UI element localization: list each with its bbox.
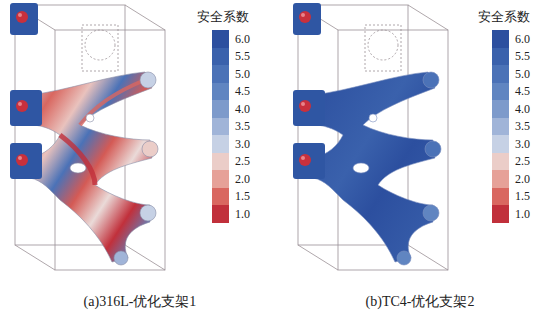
legend-value: 3.0 [515, 137, 530, 151]
legend-value: 4.5 [515, 84, 530, 98]
color-swatch [212, 48, 229, 66]
legend-value: 1.5 [515, 189, 530, 203]
legend-value: 6.0 [515, 32, 530, 46]
legend-value: 4.5 [235, 84, 250, 98]
color-swatch [492, 153, 509, 171]
color-swatch [492, 100, 509, 118]
legend-value: 2.5 [235, 154, 250, 168]
legend-value: 2.0 [515, 172, 530, 186]
figure-caption: (a)316L-优化支架1 [84, 293, 197, 311]
color-swatch [492, 48, 509, 66]
color-swatch [212, 170, 229, 188]
color-swatch [212, 30, 229, 48]
legend-value: 6.0 [235, 32, 250, 46]
legend-value: 5.5 [235, 49, 250, 63]
color-swatch [212, 153, 229, 171]
legend-value: 1.0 [235, 207, 250, 221]
legend-title: 安全系数 [478, 8, 530, 26]
legend-value: 2.0 [235, 172, 250, 186]
color-swatch [212, 83, 229, 101]
color-swatch [212, 135, 229, 153]
color-swatch [492, 135, 509, 153]
legend-value: 5.5 [515, 49, 530, 63]
color-swatch [212, 205, 229, 223]
legend-value: 2.5 [515, 154, 530, 168]
color-swatch [212, 118, 229, 136]
color-swatch [492, 205, 509, 223]
color-swatch [492, 170, 509, 188]
figure-caption: (b)TC4-优化支架2 [366, 293, 475, 311]
color-swatch [212, 100, 229, 118]
legend-value: 1.5 [235, 189, 250, 203]
color-swatch [492, 83, 509, 101]
legend-value: 3.5 [235, 119, 250, 133]
color-swatch [492, 65, 509, 83]
legend-value: 1.0 [515, 207, 530, 221]
legend-title: 安全系数 [197, 8, 249, 26]
legend-value: 4.0 [515, 102, 530, 116]
legend-value: 4.0 [235, 102, 250, 116]
color-swatch [492, 118, 509, 136]
color-swatch [212, 65, 229, 83]
legend-value: 3.0 [235, 137, 250, 151]
legend-value: 5.0 [235, 67, 250, 81]
color-swatch [212, 188, 229, 206]
color-swatch [492, 188, 509, 206]
color-swatch [492, 30, 509, 48]
legend-value: 3.5 [515, 119, 530, 133]
legend-value: 5.0 [515, 67, 530, 81]
